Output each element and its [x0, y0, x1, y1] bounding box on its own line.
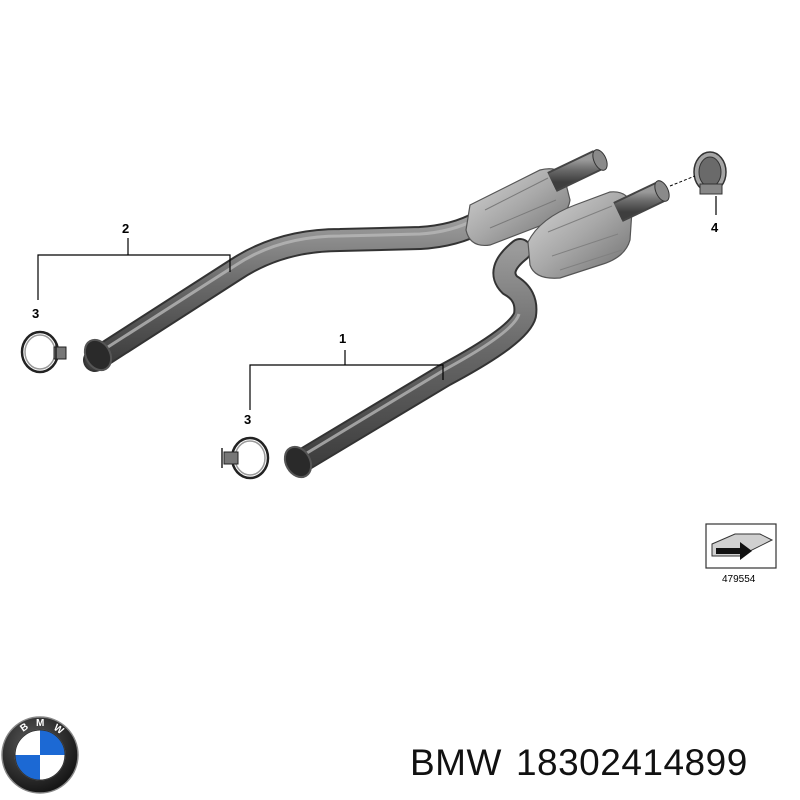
callout-3-upper: 3 — [32, 306, 39, 321]
part-caption: BMW 18302414899 — [410, 738, 748, 788]
brand-name: BMW — [410, 742, 502, 783]
pipe-rear — [83, 149, 608, 372]
clamp-upper — [20, 330, 67, 374]
callout-2: 2 — [122, 221, 129, 236]
reference-number: 479554 — [722, 574, 756, 585]
pipe-front — [283, 180, 670, 479]
svg-text:M: M — [36, 718, 44, 729]
part-number: 18302414899 — [515, 742, 748, 783]
clamp-flange — [669, 151, 727, 195]
clamp-lower — [221, 436, 270, 480]
bmw-logo: B M W — [1, 716, 79, 794]
view-reference-icon — [705, 523, 777, 569]
leader-lines — [37, 196, 717, 410]
callout-4: 4 — [711, 220, 719, 235]
callout-1: 1 — [339, 331, 346, 346]
callout-3-lower: 3 — [244, 412, 251, 427]
